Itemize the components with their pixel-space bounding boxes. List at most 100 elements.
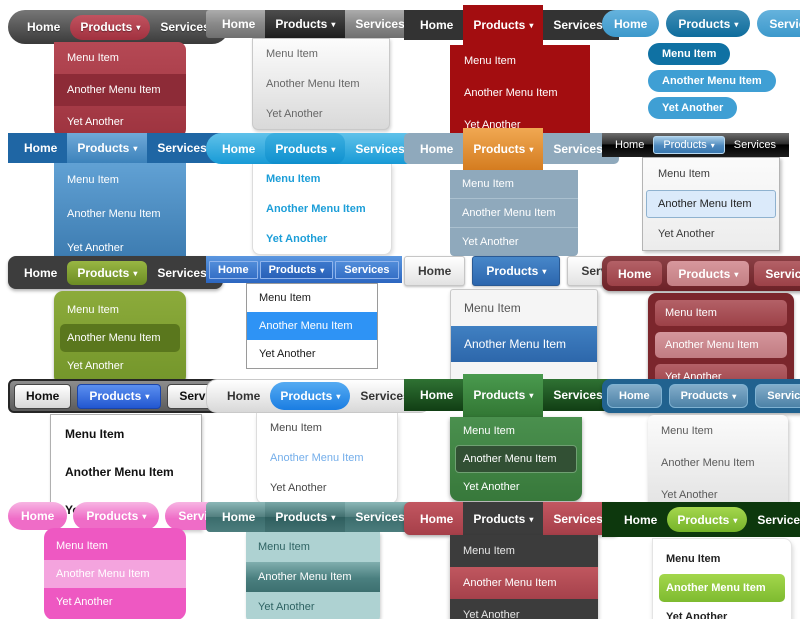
- nav-item-services[interactable]: Services: [355, 17, 405, 31]
- dropdown-item[interactable]: Yet Another: [67, 116, 124, 128]
- nav-item-services[interactable]: Services: [355, 141, 405, 156]
- nav-item-products[interactable]: Products ▾: [653, 136, 725, 154]
- dropdown-item[interactable]: Menu Item: [266, 173, 321, 185]
- dropdown-item[interactable]: Yet Another: [666, 611, 728, 619]
- nav-item-services[interactable]: Services: [757, 10, 800, 37]
- dropdown-item-highlighted[interactable]: Menu Item: [648, 43, 731, 65]
- nav-item-home[interactable]: Home: [615, 139, 645, 151]
- dropdown-item[interactable]: Menu Item: [463, 425, 515, 437]
- nav-item-home[interactable]: Home: [209, 260, 258, 279]
- nav-item-services[interactable]: Services: [360, 389, 410, 403]
- dropdown-item-highlighted[interactable]: Another Menu Item: [455, 445, 577, 473]
- nav-item-products[interactable]: Products ▾: [666, 10, 751, 37]
- dropdown-item-highlighted[interactable]: Another Menu Item: [247, 312, 377, 340]
- dropdown-item[interactable]: Menu Item: [266, 48, 318, 60]
- nav-item-home[interactable]: Home: [227, 389, 261, 403]
- dropdown-item[interactable]: Menu Item: [463, 545, 515, 557]
- nav-item-home[interactable]: Home: [222, 17, 256, 31]
- dropdown-item[interactable]: Menu Item: [67, 304, 119, 316]
- nav-item-services[interactable]: Services: [754, 261, 800, 286]
- nav-item-services[interactable]: Services: [553, 18, 603, 32]
- dropdown-item-highlighted[interactable]: Another Menu Item: [44, 560, 186, 588]
- nav-item-home[interactable]: Home: [420, 388, 454, 402]
- nav-item-products[interactable]: Products ▾: [463, 127, 544, 170]
- nav-item-services[interactable]: Services: [157, 265, 207, 280]
- nav-item-services[interactable]: Services: [757, 512, 800, 527]
- dropdown-item[interactable]: Another Menu Item: [65, 465, 174, 479]
- nav-item-services[interactable]: Services: [553, 388, 603, 402]
- dropdown-item[interactable]: Menu Item: [56, 540, 108, 552]
- dropdown-item[interactable]: Another Menu Item: [67, 208, 161, 220]
- nav-item-products[interactable]: Products ▾: [265, 133, 346, 164]
- dropdown-item[interactable]: Yet Another: [463, 609, 520, 619]
- nav-item-products[interactable]: Products ▾: [463, 502, 544, 535]
- nav-item-home[interactable]: Home: [420, 18, 454, 32]
- nav-item-products[interactable]: Products ▾: [265, 502, 346, 532]
- nav-item-products[interactable]: Products ▾: [270, 382, 351, 410]
- nav-item-products[interactable]: Products ▾: [668, 384, 749, 408]
- dropdown-item[interactable]: Another Menu Item: [661, 457, 755, 469]
- dropdown-item[interactable]: Yet Another: [648, 97, 738, 119]
- nav-item-home[interactable]: Home: [222, 510, 256, 524]
- nav-item-home[interactable]: Home: [420, 511, 454, 526]
- dropdown-item[interactable]: Menu Item: [270, 422, 322, 434]
- dropdown-item[interactable]: Another Menu Item: [266, 203, 366, 215]
- dropdown-item-highlighted[interactable]: Another Menu Item: [655, 332, 787, 358]
- nav-item-services[interactable]: Services: [355, 510, 405, 524]
- nav-item-services[interactable]: Services: [553, 511, 603, 526]
- nav-item-home[interactable]: Home: [602, 10, 660, 37]
- dropdown-item[interactable]: Menu Item: [67, 174, 119, 186]
- dropdown-item[interactable]: Menu Item: [65, 427, 125, 441]
- nav-item-products[interactable]: Products ▾: [73, 502, 160, 530]
- dropdown-item[interactable]: Menu Item: [655, 300, 787, 326]
- dropdown-item[interactable]: Another Menu Item: [464, 87, 558, 99]
- dropdown-item[interactable]: Yet Another: [450, 227, 578, 256]
- nav-item-services[interactable]: Services: [335, 260, 399, 279]
- nav-item-products[interactable]: Products ▾: [463, 373, 544, 417]
- dropdown-item[interactable]: Menu Item: [658, 168, 710, 180]
- nav-item-home[interactable]: Home: [404, 256, 466, 286]
- dropdown-item[interactable]: Menu Item: [666, 553, 721, 565]
- dropdown-item-highlighted[interactable]: Another Menu Item: [60, 324, 180, 352]
- dropdown-item-highlighted[interactable]: Another Menu Item: [270, 452, 364, 464]
- nav-item-services[interactable]: Services: [157, 141, 207, 155]
- dropdown-item-highlighted[interactable]: Another Menu Item: [450, 567, 598, 599]
- dropdown-item-highlighted[interactable]: Another Menu Item: [54, 74, 186, 106]
- nav-item-products[interactable]: Products ▾: [77, 383, 162, 409]
- dropdown-item[interactable]: Yet Another: [266, 233, 328, 245]
- nav-item-home[interactable]: Home: [8, 502, 68, 530]
- dropdown-item[interactable]: Yet Another: [258, 601, 315, 613]
- nav-item-home[interactable]: Home: [27, 20, 61, 34]
- dropdown-item[interactable]: Yet Another: [661, 489, 718, 501]
- nav-item-services[interactable]: Services: [553, 141, 603, 156]
- dropdown-item[interactable]: Menu Item: [661, 425, 713, 437]
- dropdown-item[interactable]: Another Menu Item: [648, 70, 776, 92]
- nav-item-home[interactable]: Home: [607, 261, 663, 286]
- nav-item-products[interactable]: Products ▾: [265, 10, 346, 38]
- dropdown-item[interactable]: Yet Another: [67, 242, 124, 254]
- nav-item-services[interactable]: Services: [733, 139, 776, 151]
- nav-item-home[interactable]: Home: [14, 383, 72, 409]
- dropdown-item[interactable]: Menu Item: [258, 541, 310, 553]
- nav-item-products[interactable]: Products ▾: [67, 133, 148, 163]
- nav-item-home[interactable]: Home: [24, 141, 58, 155]
- nav-item-products[interactable]: Products ▾: [70, 14, 151, 40]
- dropdown-item-highlighted[interactable]: Another Menu Item: [659, 574, 785, 602]
- dropdown-item[interactable]: Yet Another: [266, 108, 323, 120]
- dropdown-item[interactable]: Yet Another: [658, 228, 715, 240]
- dropdown-item[interactable]: Yet Another: [463, 481, 520, 493]
- dropdown-item-highlighted[interactable]: Another Menu Item: [451, 326, 597, 362]
- dropdown-item-highlighted[interactable]: Another Menu Item: [246, 562, 380, 592]
- nav-item-home[interactable]: Home: [222, 141, 256, 156]
- dropdown-item[interactable]: Another Menu Item: [450, 198, 578, 227]
- dropdown-item[interactable]: Menu Item: [67, 52, 119, 64]
- dropdown-item[interactable]: Yet Another: [270, 482, 327, 494]
- nav-item-services[interactable]: Services: [755, 384, 800, 408]
- nav-item-home[interactable]: Home: [420, 141, 454, 156]
- nav-item-home[interactable]: Home: [607, 384, 662, 408]
- nav-item-home[interactable]: Home: [24, 265, 58, 280]
- nav-item-products[interactable]: Products ▾: [463, 5, 544, 45]
- dropdown-item[interactable]: Yet Another: [56, 596, 113, 608]
- dropdown-item-highlighted[interactable]: Another Menu Item: [646, 190, 776, 218]
- dropdown-item[interactable]: Menu Item: [464, 55, 516, 67]
